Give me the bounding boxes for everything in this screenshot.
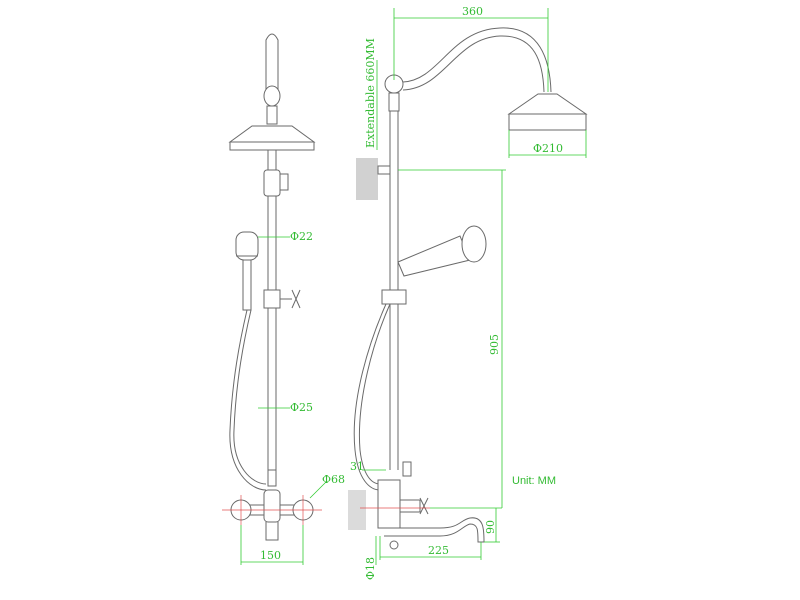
side-arm-outer xyxy=(402,27,552,93)
front-hose xyxy=(229,309,267,491)
front-ball-joint xyxy=(263,85,281,107)
side-handle xyxy=(419,497,429,515)
front-shower-head-face xyxy=(229,141,315,151)
side-hose xyxy=(353,303,387,491)
side-handshower xyxy=(397,235,471,277)
side-view xyxy=(348,27,588,550)
side-neck xyxy=(388,92,400,112)
side-mixer-cross xyxy=(399,499,421,513)
side-mixer-top xyxy=(402,461,412,477)
front-slider-knob xyxy=(280,289,301,309)
front-hose-inner xyxy=(233,309,267,485)
side-wall-mixer xyxy=(348,490,366,530)
dim-360: 360 xyxy=(462,5,483,18)
dim-extendable: Extendable 660MM xyxy=(364,38,377,148)
dim-905: 905 xyxy=(488,334,501,355)
front-slider xyxy=(263,289,281,309)
side-hose-inner xyxy=(358,303,391,485)
front-neck xyxy=(266,105,278,125)
dim-150: 150 xyxy=(260,549,281,562)
dim-90: 90 xyxy=(484,520,497,534)
front-handshower-handle xyxy=(242,259,252,311)
side-handshower-head xyxy=(461,225,487,263)
dim-phi25: Φ25 xyxy=(290,401,313,414)
dim-225: 225 xyxy=(428,544,449,557)
front-diverter-knob xyxy=(279,173,289,191)
side-shower-head-face xyxy=(508,113,587,131)
dim-31: 31 xyxy=(350,460,364,473)
side-spout-knob xyxy=(389,540,399,550)
dim-phi210: Φ210 xyxy=(533,142,563,155)
side-slider xyxy=(381,289,407,305)
front-view xyxy=(222,33,322,541)
dim-phi22: Φ22 xyxy=(290,230,313,243)
dim-phi18: Φ18 xyxy=(364,557,377,580)
front-shower-head xyxy=(228,125,316,143)
side-mixer-body xyxy=(377,479,401,529)
dim-phi68: Φ68 xyxy=(322,473,345,486)
front-dimensions: Φ22 Φ25 Φ68 150 xyxy=(240,230,345,565)
side-wall-bracket xyxy=(356,158,378,200)
front-spout-stub xyxy=(265,522,279,541)
side-dimensions: 360 Φ210 Extendable 660MM 905 Unit: MM 9… xyxy=(350,5,587,580)
front-mixer-top xyxy=(267,469,277,487)
front-diverter xyxy=(263,169,281,197)
side-shower-head xyxy=(507,93,588,115)
front-mixer-center xyxy=(263,489,281,523)
side-bracket xyxy=(377,165,391,175)
side-arm-inner xyxy=(402,35,545,93)
dim-line-phi68 xyxy=(309,481,327,499)
unit-label: Unit: MM xyxy=(512,475,556,487)
front-top-pipe xyxy=(265,33,279,90)
